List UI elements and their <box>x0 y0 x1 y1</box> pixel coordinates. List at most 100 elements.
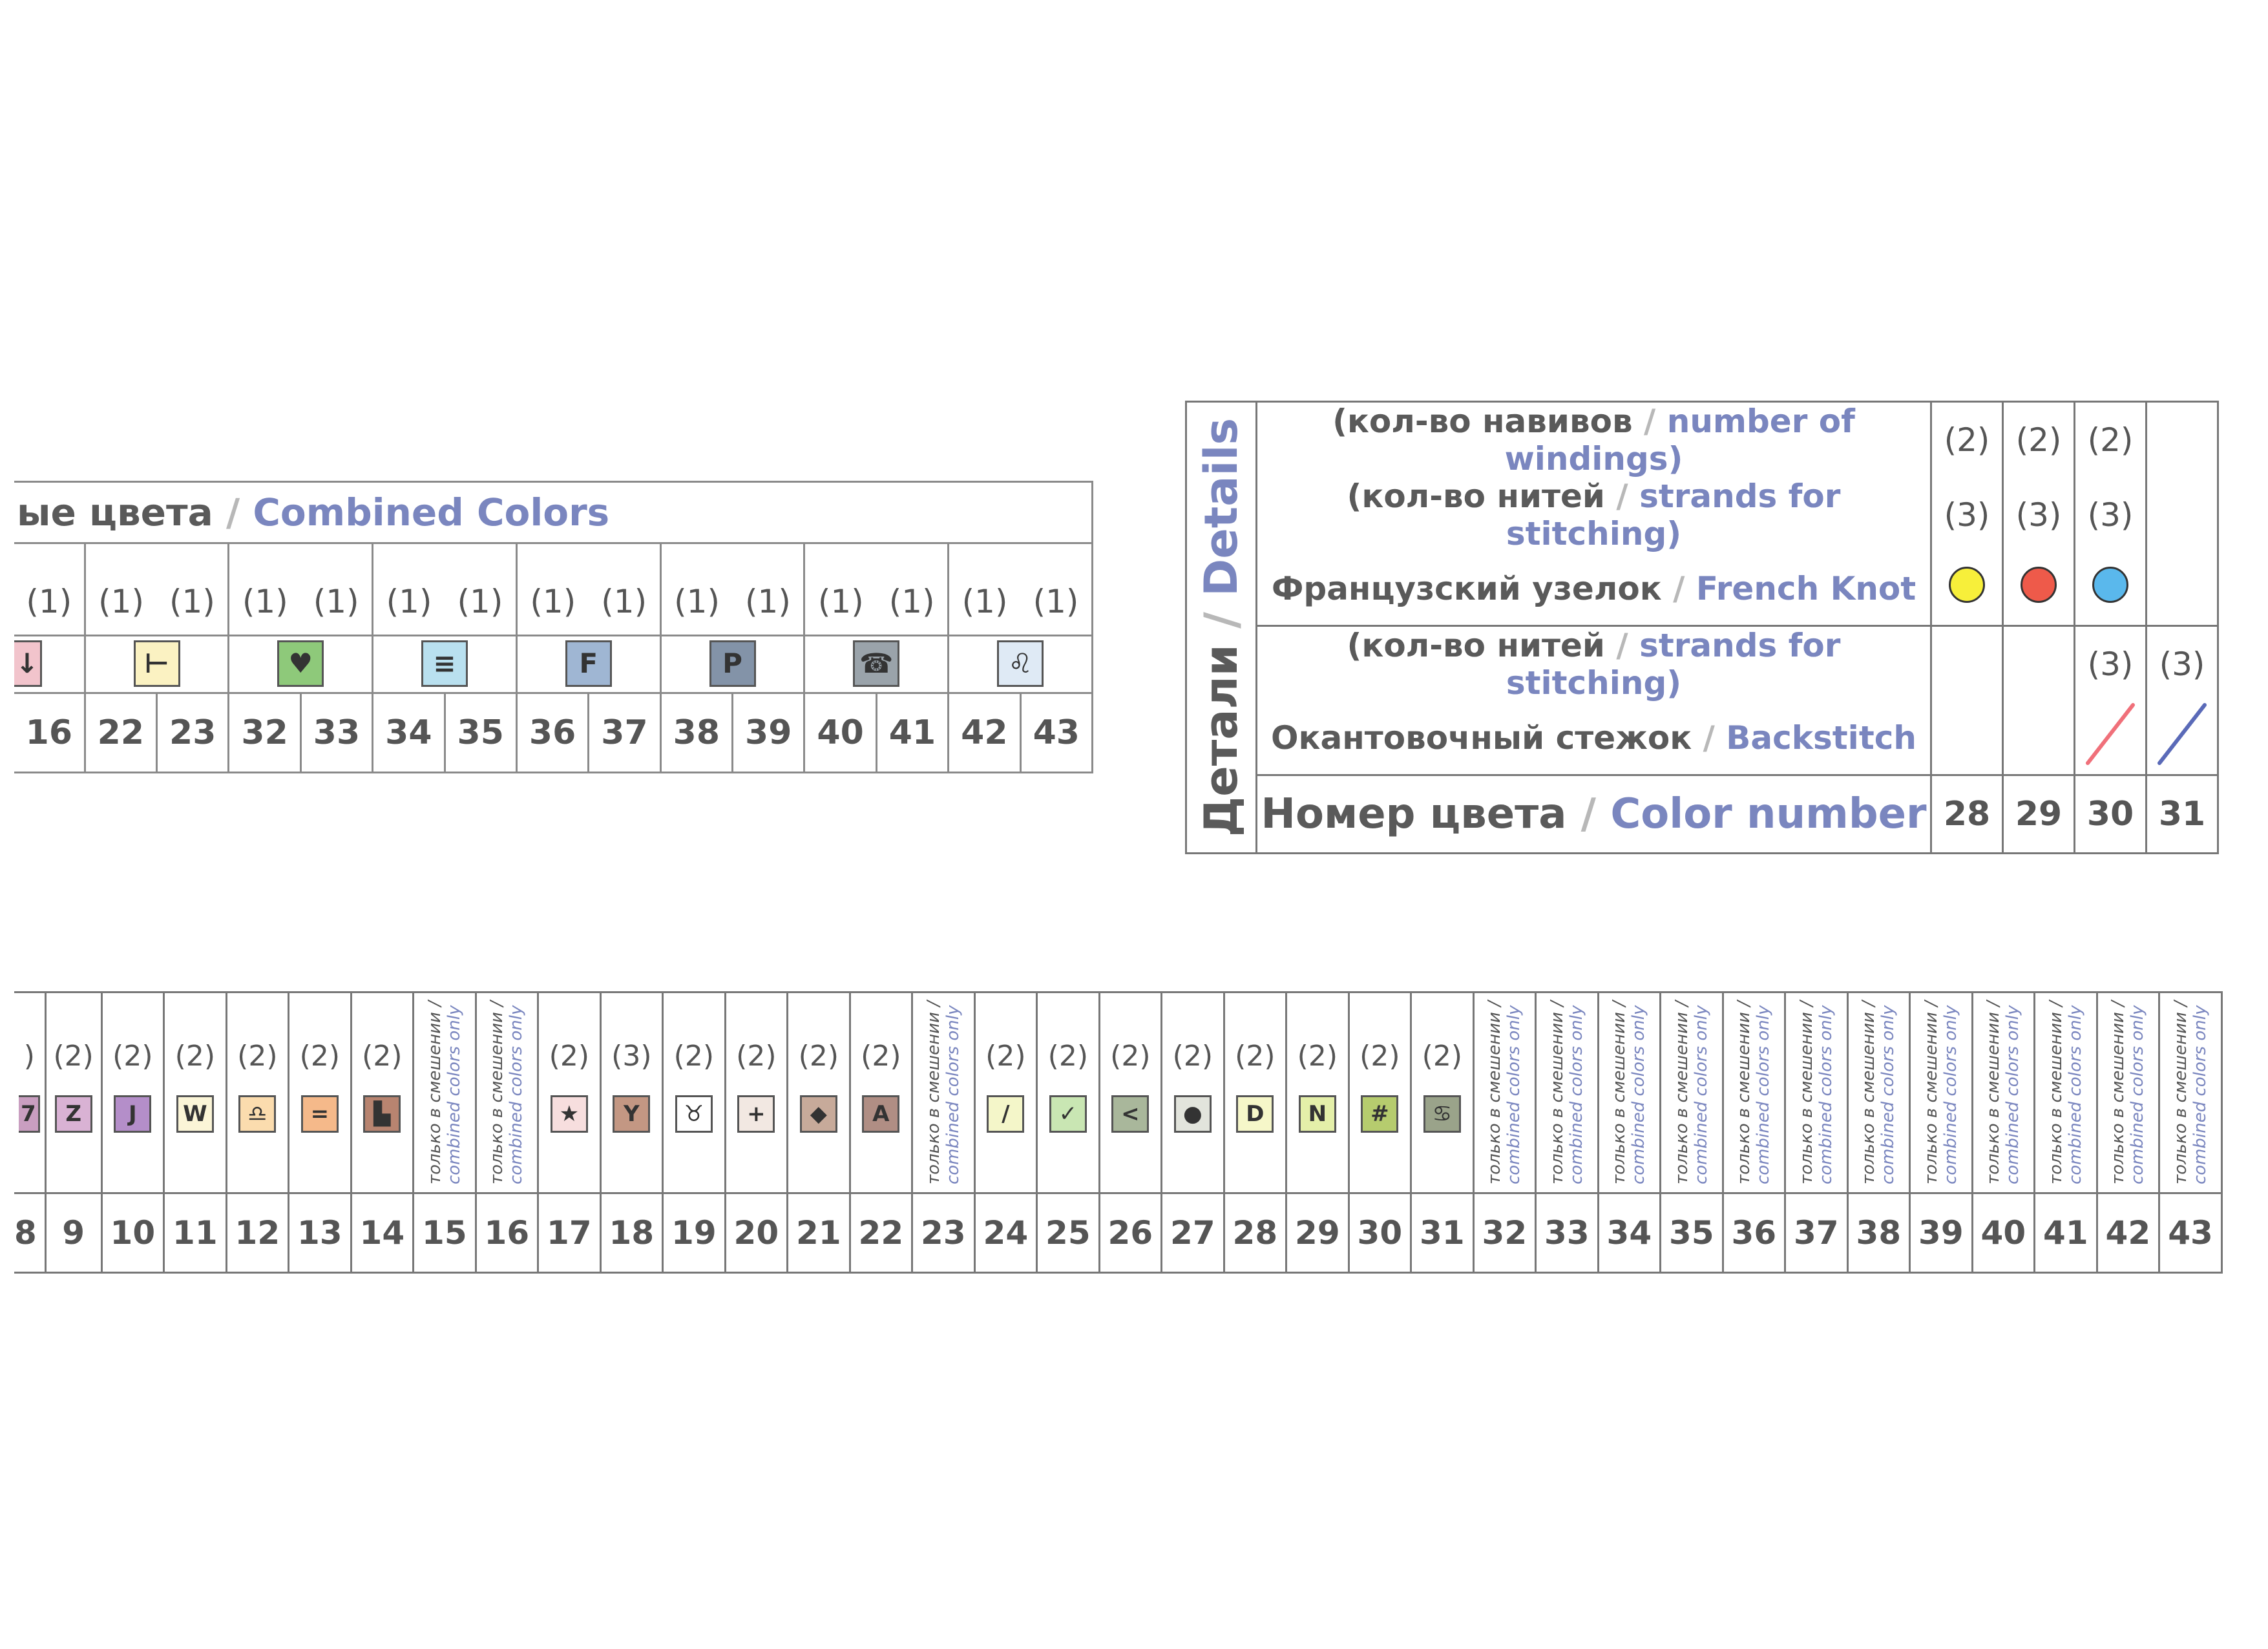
strand-count: (1) <box>947 542 1021 636</box>
combined-only-ru: только в смешении / <box>923 1001 943 1184</box>
colnum-en: Color number <box>1610 790 1927 838</box>
circle-icon: ● <box>1173 1095 1212 1133</box>
combined-only-ru: только в смешении / <box>1610 1001 1630 1184</box>
strand-count: (2) <box>673 1040 714 1073</box>
strand-count: (2) <box>53 1040 94 1073</box>
strand-count: (2) <box>1235 1040 1276 1073</box>
combined-only-ru: только в смешении / <box>2171 1001 2191 1184</box>
combined-only-en: combined colors only <box>943 1005 963 1184</box>
combined-only-cell: только в смешении /combined colors only <box>2095 991 2161 1194</box>
color-number: 33 <box>299 692 374 773</box>
backstitch-empty <box>2002 702 2075 776</box>
combined-only-cell: только в смешении /combined colors only <box>1535 991 1599 1194</box>
combined-only-cell: только в смешении /combined colors only <box>1846 991 1911 1194</box>
letter-j-icon: J <box>114 1095 152 1133</box>
details-side-label: Детали / Details <box>1185 401 1257 854</box>
strand-symbol-cell: (2) ♉ <box>662 991 726 1194</box>
combined-only-en: combined colors only <box>2190 1005 2210 1184</box>
french-knot-cell <box>1930 552 2004 627</box>
backstitch-empty <box>1930 625 2004 702</box>
strands-value: (3) <box>1930 478 2004 552</box>
color-number: 41 <box>2033 1192 2098 1274</box>
combined-only-ru: только в смешении / <box>1734 1001 1754 1184</box>
strand-count: (2) <box>1047 1040 1088 1073</box>
strand-symbol-cell: (2)A <box>848 991 914 1194</box>
color-number: 23 <box>156 692 230 773</box>
strand-count: (1) <box>445 542 518 636</box>
color-number: 36 <box>1721 1192 1787 1274</box>
combined-only-ru: только в смешении / <box>1547 1001 1567 1184</box>
french-en: French Knot <box>1696 570 1916 607</box>
strand-symbol-cell: (2)/ <box>973 991 1038 1194</box>
strands-value: (3) <box>2002 478 2075 552</box>
strands2-en: strands for stitching) <box>1506 627 1841 702</box>
letter-a-icon: A <box>862 1095 900 1133</box>
backstitch-cell <box>2074 702 2147 776</box>
combined-only-ru: только в смешении / <box>1485 1001 1505 1184</box>
strand-count: (1) <box>83 542 157 636</box>
strand-count: (2) <box>1422 1040 1462 1073</box>
color-number: 8 <box>14 1192 47 1274</box>
combined-only-ru: только в смешении / <box>487 1001 507 1184</box>
details-side-ru: Детали <box>1195 644 1248 837</box>
backstitch-red-line-icon <box>2086 703 2135 765</box>
combined-only-en: combined colors only <box>2003 1005 2023 1184</box>
combined-only-en: combined colors only <box>507 1005 527 1184</box>
strands-en: strands for stitching) <box>1506 478 1841 552</box>
strands-ru: (кол-во нитей <box>1347 478 1605 515</box>
combined-only-en: combined colors only <box>1754 1005 1774 1184</box>
backstitch-blue-line-icon <box>2158 703 2207 765</box>
color-number: 22 <box>83 692 158 773</box>
strand-count: (1) <box>659 542 733 636</box>
combined-only-cell: только в смешении /combined colors only <box>1909 991 1973 1194</box>
back-en: Backstitch <box>1726 719 1916 757</box>
strand-count: (2) <box>237 1040 278 1073</box>
french-knot-blue-icon <box>2092 567 2128 603</box>
color-number: 27 <box>1160 1192 1225 1274</box>
libra-icon: ♎ <box>238 1095 277 1133</box>
symbol-cell: ♥ <box>227 635 374 694</box>
windings-value: (2) <box>2002 401 2075 478</box>
windings-ru: (кол-во навивов <box>1332 403 1633 440</box>
color-number: 16 <box>474 1192 540 1274</box>
details-table: Детали / Details (кол-во навивов / numbe… <box>1185 401 2219 854</box>
color-number: 39 <box>1909 1192 1973 1274</box>
color-number: 9 <box>44 1192 103 1274</box>
combined-only-en: combined colors only <box>2065 1005 2085 1184</box>
combined-only-cell: только в смешении /combined colors only <box>2033 991 2098 1194</box>
strands-empty <box>2145 478 2219 552</box>
color-number: 30 <box>1347 1192 1412 1274</box>
strand-count: (2) <box>985 1040 1026 1073</box>
combined-only-ru: только в смешении / <box>1672 1001 1692 1184</box>
strand-symbol-cell: (2)✓ <box>1036 991 1100 1194</box>
strand-count: (2) <box>798 1040 839 1073</box>
letter-w-icon: W <box>176 1095 214 1133</box>
color-number: 35 <box>1659 1192 1724 1274</box>
color-number: 22 <box>848 1192 914 1274</box>
combined-only-cell: только в смешении /combined colors only <box>1784 991 1849 1194</box>
strand-count: (1) <box>876 542 950 636</box>
taurus-icon: ♉ <box>675 1095 713 1133</box>
combined-only-en: combined colors only <box>1504 1005 1524 1184</box>
color-number: 18 <box>599 1192 664 1274</box>
french-knot-empty <box>2145 552 2219 627</box>
backstitch-strands-value: (3) <box>2074 625 2147 702</box>
title-separator: / <box>226 490 240 534</box>
color-number: 33 <box>1535 1192 1599 1274</box>
strand-count: (2) <box>1360 1040 1400 1073</box>
color-number: 31 <box>2145 774 2219 854</box>
combined-only-en: combined colors only <box>1940 1005 1960 1184</box>
back-ru: Окантовочный стежок <box>1271 719 1692 757</box>
strand-symbol-cell: (2) D <box>1223 991 1288 1194</box>
letter-d-icon: D <box>1236 1095 1274 1133</box>
color-number: 26 <box>1098 1192 1163 1274</box>
combined-only-en: combined colors only <box>1691 1005 1711 1184</box>
windings-empty <box>2145 401 2219 478</box>
color-number: 38 <box>659 692 734 773</box>
color-number: 40 <box>1971 1192 2036 1274</box>
color-number: 36 <box>515 692 590 773</box>
strand-count: (2) <box>299 1040 340 1073</box>
color-number: 24 <box>973 1192 1038 1274</box>
color-number: 40 <box>803 692 877 773</box>
details-side-en: Details <box>1195 417 1248 596</box>
